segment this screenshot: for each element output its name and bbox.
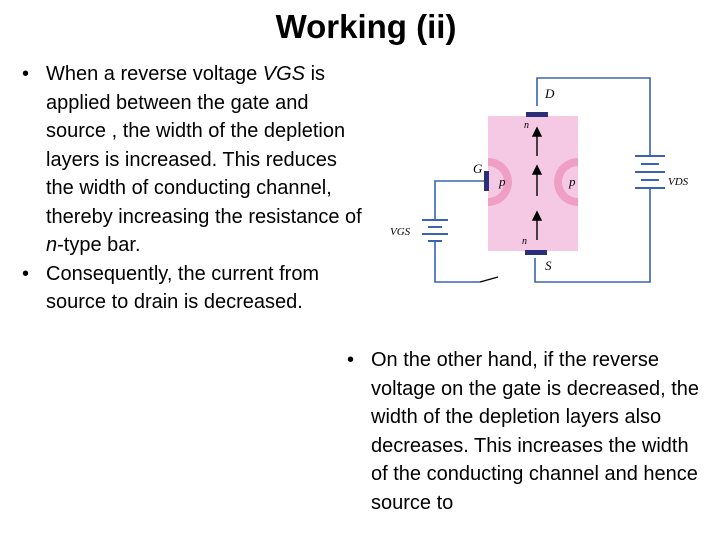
label-p-left: p: [498, 174, 506, 189]
vgs-battery: [422, 219, 448, 242]
wire-vgs-return: [434, 242, 480, 283]
terminals: [484, 112, 548, 255]
circuit-labels: D S G n n p p VDS VGS: [390, 86, 689, 273]
bullet-other-hand: On the other hand, if the reverse voltag…: [345, 346, 705, 517]
switch: [479, 276, 499, 283]
label-p-right: p: [568, 174, 576, 189]
drain-terminal: [526, 112, 548, 117]
wire-vds-to-source: [534, 188, 651, 283]
p-region-left: [488, 166, 504, 198]
bullet-reverse-voltage: When a reverse voltage VGS is applied be…: [20, 60, 365, 260]
p-region-right: [562, 166, 578, 198]
label-n-top: n: [524, 120, 529, 131]
label-gate: G: [473, 161, 483, 176]
source-terminal: [525, 250, 547, 255]
gate-terminal: [484, 171, 489, 191]
wire-gate-to-vgs: [434, 180, 487, 220]
slide-title: Working (ii): [275, 8, 457, 45]
label-drain: D: [544, 86, 555, 101]
label-vgs: VGS: [390, 226, 411, 238]
wire-drain-to-vds: [536, 77, 651, 156]
jfet-circuit-diagram: D S G n n p p VDS VGS: [390, 77, 689, 283]
depletion-regions: [488, 158, 578, 206]
left-bullet-list: When a reverse voltage VGS is applied be…: [20, 60, 365, 317]
current-arrows: [531, 126, 543, 240]
label-source: S: [545, 258, 552, 273]
label-vds: VDS: [668, 176, 689, 188]
bullet-consequently: Consequently, the current from source to…: [20, 260, 365, 317]
circuit-wires: [434, 77, 651, 283]
vds-battery: [635, 155, 665, 189]
right-bullet-list: On the other hand, if the reverse voltag…: [345, 346, 705, 517]
label-n-bottom: n: [522, 236, 527, 247]
